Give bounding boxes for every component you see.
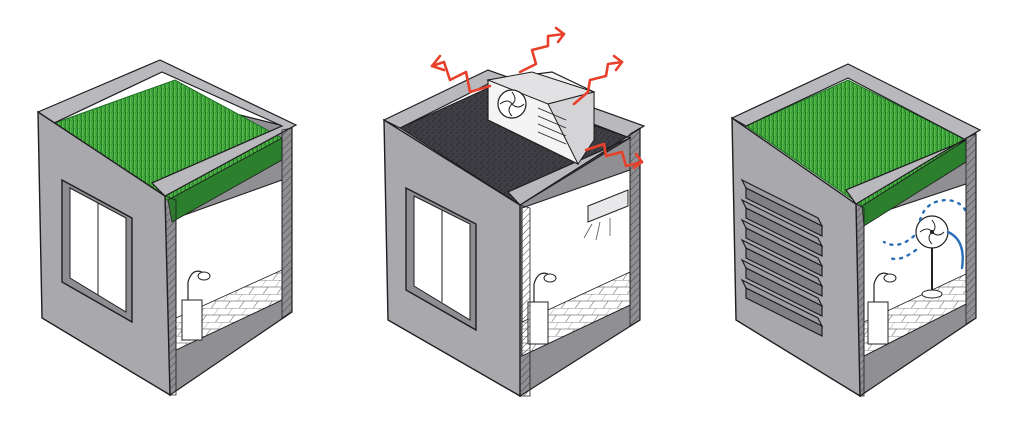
window-icon <box>61 178 133 324</box>
wall-cut-hatch <box>519 204 531 397</box>
right-corner-hatch <box>965 133 977 325</box>
wall-cut-hatch <box>164 195 177 396</box>
roof-parapet <box>730 63 982 205</box>
building-green-roof-louvers-fan <box>730 63 982 398</box>
right-corner-hatch <box>629 127 641 327</box>
building-green-roof-window <box>36 59 298 397</box>
desk-lamp-icon <box>867 272 897 345</box>
right-corner-hatch <box>281 127 293 319</box>
airflow-icon <box>882 198 968 270</box>
heat-arrow-icon <box>430 26 644 170</box>
wall-cut-hatch <box>855 203 865 397</box>
roof-parapet <box>36 59 298 197</box>
standing-fan-icon <box>915 215 949 299</box>
window-icon <box>405 186 477 332</box>
desk-lamp-icon <box>181 270 211 341</box>
dark-roof-texture <box>400 88 630 205</box>
louver-icon <box>740 178 824 337</box>
wall-ac-icon <box>583 189 629 241</box>
air-conditioner-icon <box>486 71 596 165</box>
building-dark-roof-ac <box>382 26 646 398</box>
